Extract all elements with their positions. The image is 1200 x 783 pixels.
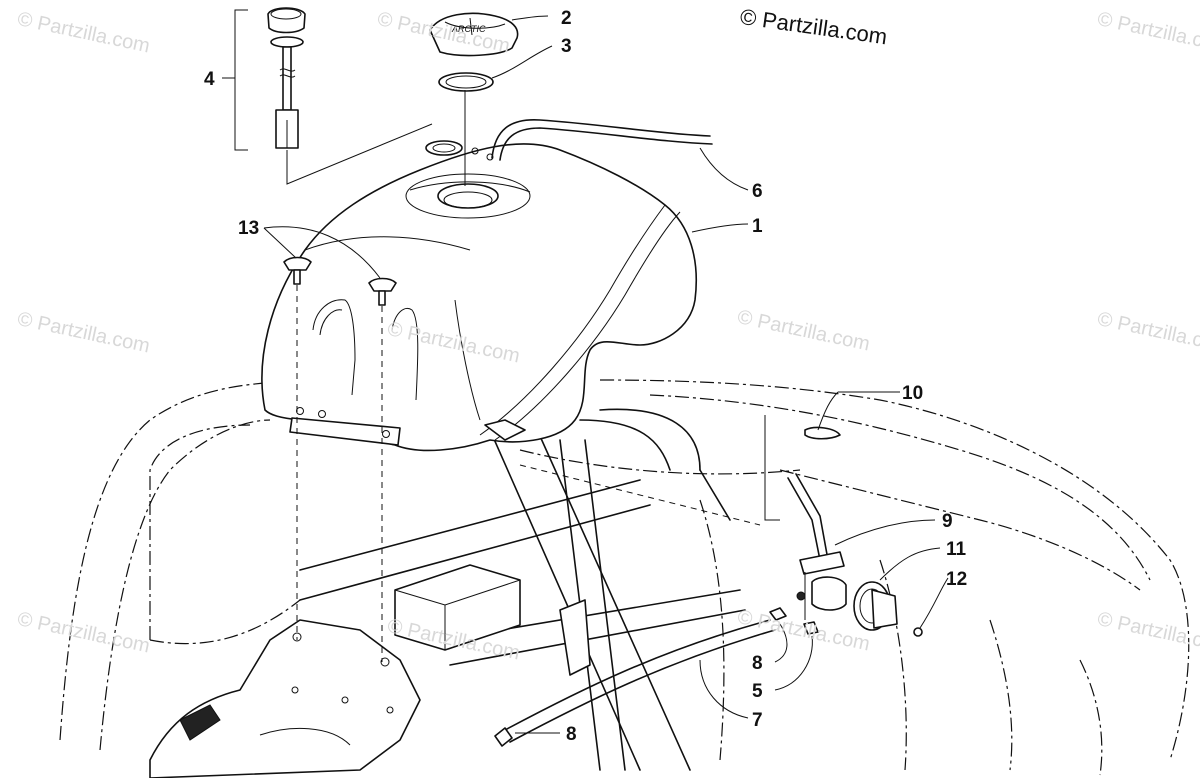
callout-8-upper: 8 (752, 653, 763, 674)
lower-mount-plate (149, 619, 421, 779)
callout-12: 12 (946, 569, 967, 590)
callout-3: 3 (561, 36, 572, 57)
vent-hose (491, 119, 713, 161)
callout-8-lower: 8 (566, 724, 577, 745)
callout-10: 10 (902, 383, 923, 404)
callout-13: 13 (238, 218, 259, 239)
callout-5: 5 (752, 681, 763, 702)
callout-9: 9 (942, 511, 953, 532)
fuel-cap: ARCTIC (429, 12, 519, 57)
callout-leaders (263, 15, 949, 734)
callout-4: 4 (204, 69, 215, 90)
fuel-valve-assembly (494, 415, 923, 747)
fuel-gauge-sender (222, 7, 433, 185)
atv-body-phantom (59, 379, 1190, 776)
callout-6: 6 (752, 181, 763, 202)
mount-screws (283, 256, 397, 662)
cap-gasket (438, 72, 494, 186)
callout-1: 1 (752, 216, 763, 237)
svg-text:ARCTIC: ARCTIC (451, 24, 486, 34)
callout-2: 2 (561, 8, 572, 29)
frame-bracket (394, 564, 591, 676)
frame-tubes (299, 408, 746, 771)
callout-7: 7 (752, 710, 763, 731)
callout-11: 11 (946, 539, 967, 560)
callout-labels: 1 2 3 4 5 6 7 8 8 9 10 11 12 13 (204, 8, 967, 745)
fuel-tank (261, 140, 698, 452)
